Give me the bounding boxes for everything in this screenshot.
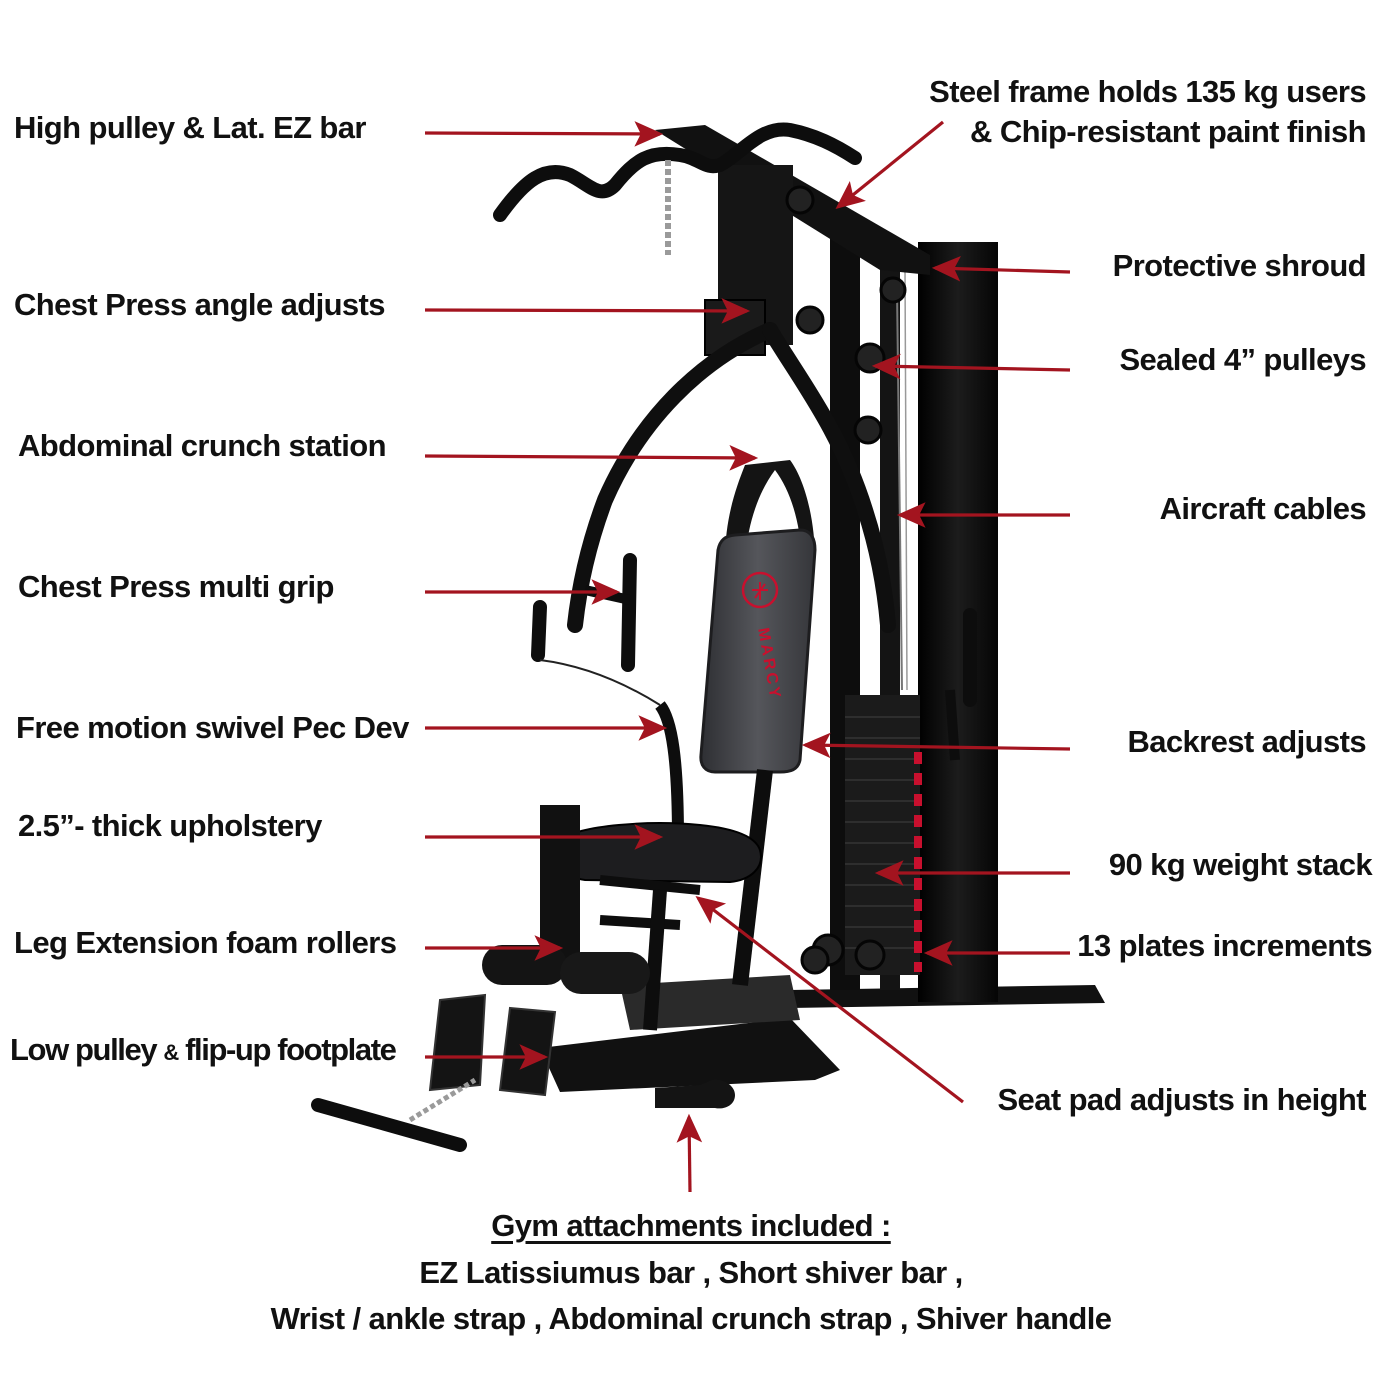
- pec-dev-arm: [655, 701, 684, 841]
- arrow-pulleys: [871, 353, 1071, 380]
- seat-rail-2: [599, 915, 681, 930]
- chest-press-arm-right: [762, 322, 896, 633]
- protective-shroud-column: [918, 242, 998, 1002]
- multi-grip-handle: [621, 553, 637, 672]
- low-pulley-chain: [408, 1077, 477, 1123]
- label-abdominal-station: Abdominal crunch station: [18, 428, 387, 463]
- center-base-plate: [620, 975, 800, 1030]
- label-multi-grip: Chest Press multi grip: [18, 569, 334, 604]
- label-foam-rollers: Leg Extension foam rollers: [14, 925, 397, 960]
- seat-post: [732, 769, 773, 986]
- backrest-pad: [699, 528, 817, 774]
- aircraft-cable-2: [904, 269, 908, 691]
- arrow-steel-frame: [835, 120, 945, 210]
- leg-press-arm: [945, 689, 960, 761]
- arrow-high-pulley: [424, 121, 664, 147]
- seat-rail: [599, 875, 701, 895]
- label-high-pulley: High pulley & Lat. EZ bar: [14, 110, 366, 145]
- seat-pad: [557, 822, 762, 884]
- flip-up-footplates: [428, 993, 557, 1097]
- label-aircraft-cables: Aircraft cables: [1159, 491, 1367, 526]
- sealed-pulleys: [785, 185, 907, 975]
- label-seat-pad: Seat pad adjusts in height: [997, 1082, 1366, 1117]
- label-pec-dev: Free motion swivel Pec Dev: [16, 710, 409, 745]
- label-low-pulley: Low pulley & flip-up footplate: [10, 1030, 397, 1073]
- marcy-logo-circle: [741, 571, 779, 609]
- lat-ez-bar: [493, 122, 862, 222]
- machine: MARCY: [311, 122, 1105, 1152]
- arrow-attachments: [676, 1113, 703, 1193]
- shiver-handle: [655, 1079, 735, 1109]
- front-base: [540, 1018, 840, 1092]
- short-shiver-bar: [311, 1098, 467, 1152]
- weight-plate-numbers: [914, 752, 922, 972]
- annotation-arrows: [424, 120, 1071, 1193]
- weight-plates: [845, 716, 920, 949]
- label-plates: 13 plates increments: [1077, 928, 1372, 963]
- arrow-ab-station: [424, 445, 759, 471]
- footer-heading: Gym attachments included :: [491, 1208, 891, 1243]
- label-upholstery: 2.5”- thick upholstery: [18, 808, 322, 843]
- label-low-pulley-b: flip-up footplate: [177, 1032, 397, 1067]
- weight-stack: [845, 695, 920, 975]
- footer-line2: Wrist / ankle strap , Abdominal crunch s…: [270, 1301, 1112, 1336]
- arrow-shroud: [931, 255, 1071, 282]
- label-chest-press-angle: Chest Press angle adjusts: [14, 287, 386, 322]
- label-backrest: Backrest adjusts: [1127, 724, 1366, 759]
- label-protective-shroud: Protective shroud: [1112, 248, 1367, 283]
- arrow-chest-angle: [424, 298, 751, 324]
- arrow-seat-pad: [695, 896, 964, 1104]
- label-weight-stack: 90 kg weight stack: [1108, 847, 1373, 882]
- pec-dev-handle: [531, 600, 547, 662]
- label-low-pulley-amp: &: [163, 1040, 179, 1065]
- seat-support: [643, 889, 667, 1031]
- label-sealed-pulleys: Sealed 4” pulleys: [1119, 342, 1366, 377]
- pec-dev-cable: [539, 659, 661, 706]
- arrow-backrest: [801, 732, 1071, 759]
- footer-line1: EZ Latissiumus bar , Short shiver bar ,: [419, 1255, 963, 1290]
- chest-press-arm-left: [567, 322, 778, 633]
- label-steel-frame-line2: & Chip-resistant paint finish: [970, 114, 1367, 149]
- label-low-pulley-a: Low pulley: [10, 1032, 164, 1067]
- marcy-logo-figure: [752, 582, 768, 600]
- label-steel-frame-line1: Steel frame holds 135 kg users: [929, 74, 1366, 109]
